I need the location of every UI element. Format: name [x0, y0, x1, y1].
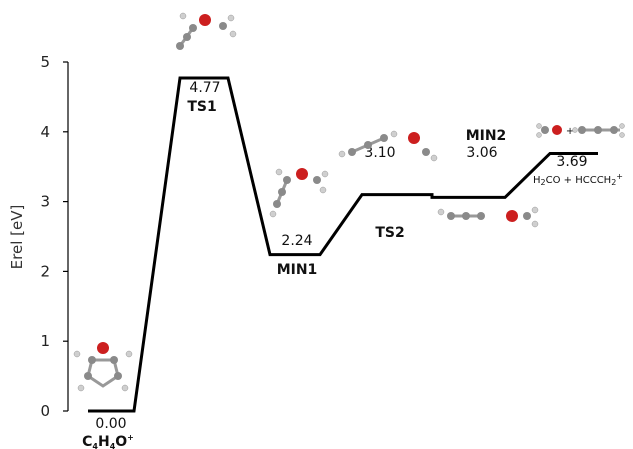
molecule-ts1	[176, 12, 237, 50]
molecule-min2	[437, 206, 539, 228]
value-label: 2.24	[281, 233, 312, 249]
value-label: 4.77	[189, 80, 220, 96]
molecule-furan-cation	[73, 342, 133, 392]
state-label-products: H2CO + HCCCH2+	[533, 172, 623, 187]
y-tick-label: 5	[40, 53, 50, 71]
y-ticks: 0 1 2 3 4 5	[40, 53, 68, 420]
svg-text:+: +	[566, 126, 574, 137]
y-tick-label: 2	[40, 262, 50, 280]
value-label: 3.10	[364, 145, 395, 161]
y-tick-label: 0	[40, 402, 50, 420]
molecule-ts2	[338, 130, 438, 162]
y-tick-label: 1	[40, 332, 50, 350]
value-label: 3.69	[556, 154, 587, 170]
state-label-ts1: TS1	[187, 99, 216, 115]
molecule-min1	[269, 168, 329, 218]
state-label-min2: MIN2	[466, 128, 507, 144]
reaction-path-line	[88, 76, 598, 413]
y-tick-label: 3	[40, 193, 50, 211]
y-axis-title: Erel [eV]	[8, 205, 26, 270]
state-label-reactant: C4H4O+	[82, 433, 134, 449]
state-label-ts2: TS2	[375, 225, 404, 241]
value-label: 3.06	[466, 145, 497, 161]
molecule-products: +	[536, 123, 625, 138]
y-tick-label: 4	[40, 123, 50, 141]
energy-value-labels: 0.00 4.77 2.24 3.10 3.06 3.69	[95, 80, 587, 432]
state-label-min1: MIN1	[277, 262, 318, 278]
value-label: 0.00	[95, 416, 126, 432]
